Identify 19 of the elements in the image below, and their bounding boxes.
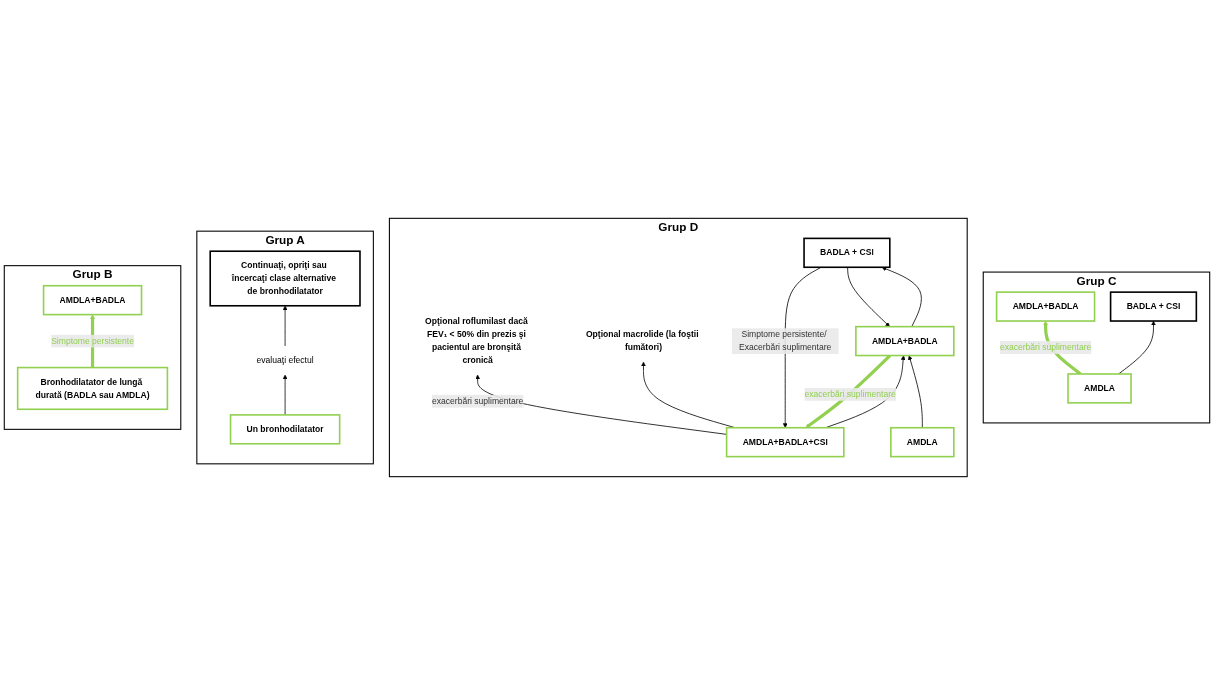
node-box: AMDLA xyxy=(1067,373,1132,404)
node-box: AMDLA+BADLA+CSI xyxy=(725,426,845,458)
node-box: AMDLA+BADLA xyxy=(42,284,143,316)
node-text: evaluaţi efectul xyxy=(256,355,314,365)
node-box: Un bronhodilatator xyxy=(229,414,341,445)
edge-label: exacerbări suplimentare xyxy=(431,396,524,406)
node-box: AMDLA+BADLA xyxy=(855,325,955,357)
edge-label: exacerbări suplimentare xyxy=(804,389,896,399)
node-box: Bronhodilatator de lungă durată (BADLA sau AMDLA) xyxy=(16,366,169,411)
edge-label: Simptome persistente xyxy=(51,336,134,346)
edge-label: Simptome persistente/ Exacerbări suplimentare xyxy=(739,329,832,352)
node-box: BADLA + CSI xyxy=(1109,291,1198,322)
node-box: BADLA + CSI xyxy=(803,237,891,269)
node-box: AMDLA+BADLA xyxy=(995,291,1096,322)
node-text: Opţional macrolide (la foştii fumători) xyxy=(585,329,699,352)
node-box: Continuaţi, opriţi sau încercaţi clase alternative de bronhodilatator xyxy=(209,250,361,307)
edge-label: exacerbări suplimentare xyxy=(999,342,1092,352)
node-text: Opţional roflumilast dacă FEV₁ < 50% din prezis şi pacientul are bronşită cronică xyxy=(425,317,528,365)
node-box: AMDLA xyxy=(890,426,955,458)
